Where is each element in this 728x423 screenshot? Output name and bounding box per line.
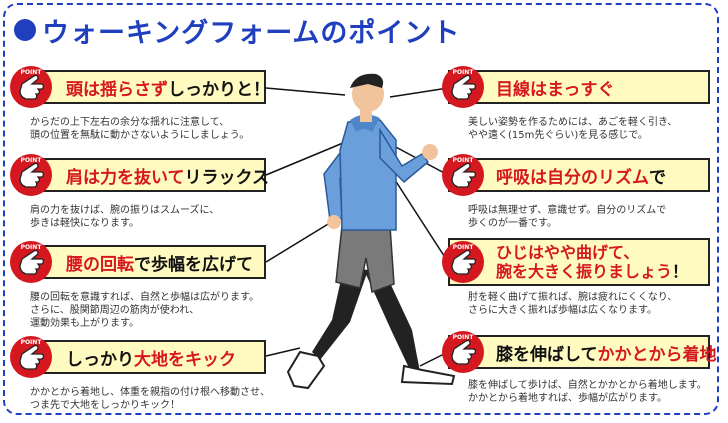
point-hand-icon: POINT [442, 331, 484, 373]
desc-line: 肩の力を抜けば、腕の振りはスムーズに、 [30, 205, 220, 216]
point-text: ！ [672, 262, 689, 281]
point-desc-breath: 呼吸は無理せず、意識せず。自分のリズムで 歩くのが一番です。 [468, 204, 666, 230]
point-highlight: 呼吸は自分のリズム [496, 167, 649, 188]
point-text: 膝を伸ばして [496, 344, 598, 365]
point-highlight: ひじはやや曲げて、 [496, 243, 640, 262]
desc-line: 膝を伸ばして歩けば、自然とかかとから着地します。 [468, 380, 707, 391]
point-hand-icon: POINT [10, 336, 52, 378]
desc-line: さらに、股関節周辺の筋肉が使われ、 [30, 305, 200, 316]
point-desc-head: からだの上下左右の余分な揺れに注意して、 頭の位置を無駄に動かさないようにしまし… [30, 116, 249, 142]
page-title: ウォーキングフォームのポイント [14, 10, 460, 50]
point-desc-hip: 腰の回転を意識すれば、自然と歩幅は広がります。 さらに、股関節周辺の筋肉が使われ… [30, 291, 259, 330]
badge-text: POINT [453, 69, 475, 76]
point-text: リラックス [184, 167, 270, 188]
desc-line: かかとから着地すれば、歩幅が広がります。 [468, 393, 667, 404]
desc-line: からだの上下左右の余分な揺れに注意して、 [30, 117, 230, 128]
point-text: しっかり [66, 349, 134, 370]
point-text: で歩幅を広げて [134, 254, 253, 275]
desc-line: つま先で大地をしっかりキック！ [30, 400, 180, 411]
point-text: で [649, 167, 666, 188]
point-desc-kick: かかとから着地し、体重を親指の付け根へ移動させ、 つま先で大地をしっかりキック！ [30, 386, 270, 412]
point-hand-icon: POINT [442, 241, 484, 283]
point-card-gaze: 目線はまっすぐ [448, 70, 710, 104]
point-desc-shoulder: 肩の力を抜けば、腕の振りはスムーズに、 歩きは軽快になります。 [30, 204, 219, 230]
point-highlight: かかとから着地 [597, 344, 717, 365]
desc-line: かかとから着地し、体重を親指の付け根へ移動させ、 [30, 387, 270, 398]
desc-line: 肘を軽く曲げて振れば、腕は疲れにくくなり、 [468, 292, 678, 303]
point-text: しっかりと！ [168, 79, 270, 100]
badge-text: POINT [21, 244, 43, 251]
point-card-elbow: ひじはやや曲げて、 腕を大きく振りましょう！ [448, 238, 710, 286]
point-card-shoulder: 肩は力を抜いてリラックス [18, 158, 269, 192]
point-hand-icon: POINT [442, 154, 484, 196]
point-hand-icon: POINT [10, 66, 52, 108]
desc-line: 歩くのが一番です。 [468, 218, 557, 229]
point-desc-elbow: 肘を軽く曲げて振れば、腕は疲れにくくなり、 さらに大きく振れば歩幅は広くなります… [468, 291, 677, 317]
point-highlight: 肩は力を抜いて [66, 167, 185, 188]
title-text: ウォーキングフォームのポイント [42, 17, 461, 49]
point-highlight: 頭は揺らさず [66, 79, 168, 100]
point-highlight: 腕を大きく振りましょう [496, 262, 673, 281]
point-card-head: 頭は揺らさずしっかりと！ [18, 70, 270, 104]
point-card-knee: 膝を伸ばしてかかとから着地 [448, 335, 717, 369]
point-hand-icon: POINT [10, 241, 52, 283]
point-highlight: 目線はまっすぐ [496, 79, 615, 100]
point-desc-knee: 膝を伸ばして歩けば、自然とかかとから着地します。 かかとから着地すれば、歩幅が広… [468, 379, 707, 405]
badge-text: POINT [21, 339, 43, 346]
walking-person-illustration [286, 73, 456, 390]
desc-line: 頭の位置を無駄に動かさないようにしましょう。 [30, 130, 250, 141]
point-card-kick: しっかり大地をキック [18, 340, 266, 374]
desc-line: 美しい姿勢を作るためには、あごを軽く引き、 [468, 117, 678, 128]
desc-line: 運動効果も上がります。 [30, 318, 139, 329]
point-highlight: 大地をキック [134, 349, 236, 370]
point-hand-icon: POINT [10, 154, 52, 196]
desc-line: 歩きは軽快になります。 [30, 218, 139, 229]
point-card-breath: 呼吸は自分のリズムで [448, 158, 710, 192]
badge-text: POINT [453, 334, 475, 341]
point-desc-gaze: 美しい姿勢を作るためには、あごを軽く引き、 やや遠く(15m先ぐらい)を見る感じ… [468, 116, 677, 142]
badge-text: POINT [453, 244, 475, 251]
desc-line: さらに大きく振れば歩幅は広くなります。 [468, 305, 657, 316]
desc-line: 呼吸は無理せず、意識せず。自分のリズムで [468, 205, 667, 216]
title-bullet-icon [14, 19, 36, 41]
badge-text: POINT [453, 157, 475, 164]
desc-line: やや遠く(15m先ぐらい)を見る感じで。 [468, 130, 648, 141]
point-card-hip: 腰の回転で歩幅を広げて [18, 245, 266, 279]
desc-line: 腰の回転を意識すれば、自然と歩幅は広がります。 [30, 292, 259, 303]
point-highlight: 腰の回転 [66, 254, 134, 275]
point-hand-icon: POINT [442, 66, 484, 108]
badge-text: POINT [21, 69, 43, 76]
badge-text: POINT [21, 157, 43, 164]
